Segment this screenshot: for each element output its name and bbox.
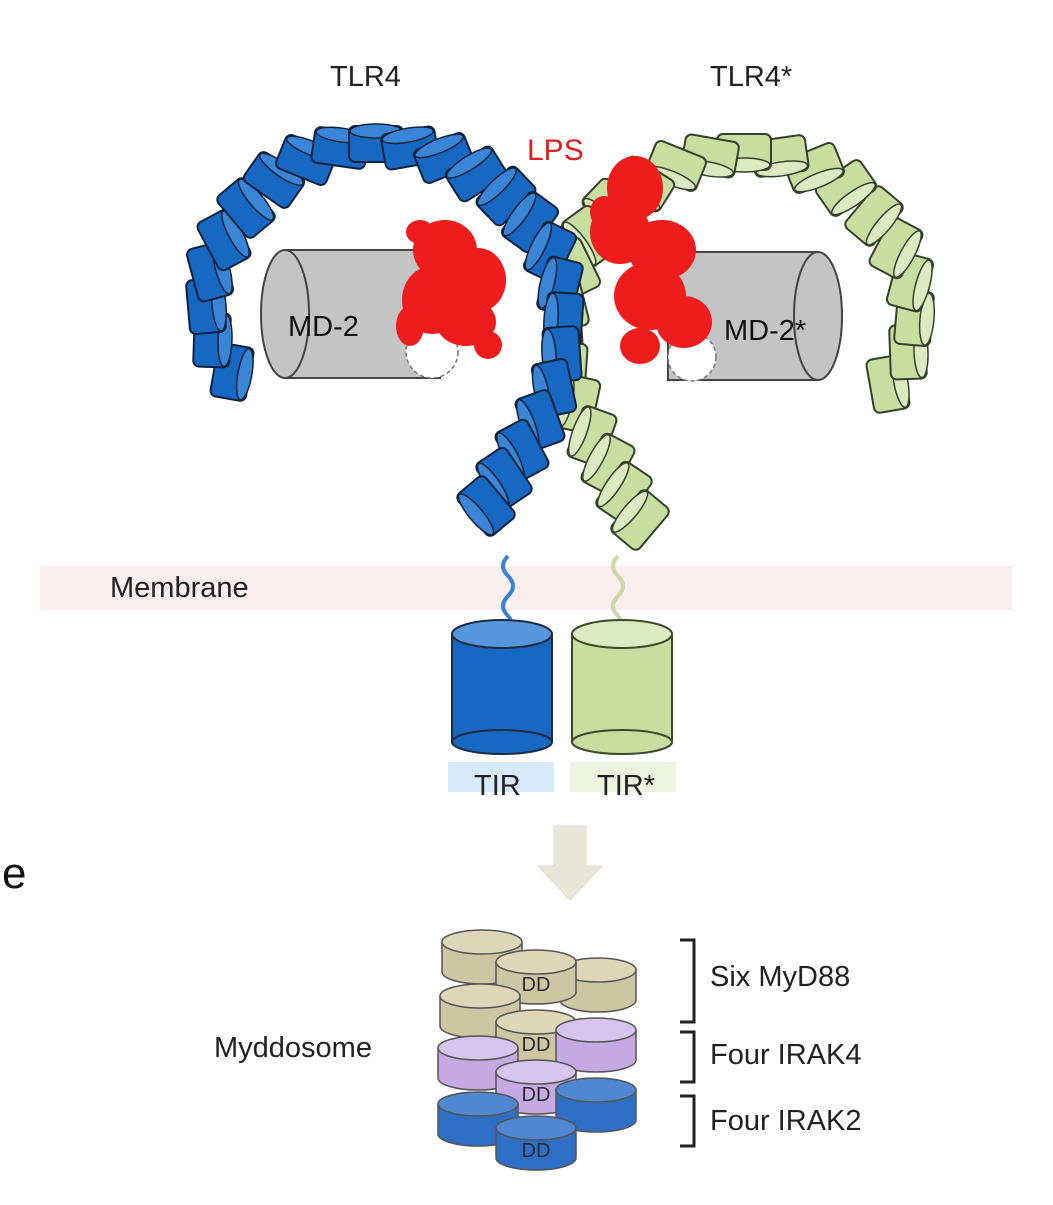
tlr4-lrr-segment [196,208,252,272]
tlr4-lrr-segment [456,475,516,537]
myddosome-stack: DD DD DD DD [437,929,637,1171]
tlr4-lrr-segment [216,177,276,239]
tlr4-star-lrr-segment [868,216,924,280]
four-irak2-label: Four IRAK2 [710,1105,862,1137]
dd-label: DD [522,1140,551,1162]
tir-star-label: TIR* [597,770,655,802]
myd88-bracket [680,938,696,1024]
tlr4-star-label: TLR4* [710,61,792,93]
dd-label: DD [522,1034,551,1056]
lps-molecule-left [396,220,506,359]
tir-star-domain-cylinder [571,619,673,755]
irak2-bracket [680,1094,696,1148]
lps-label: LPS [527,134,584,167]
myd88-disk [559,957,637,1013]
md2-label: MD-2 [288,311,359,343]
tlr4-ectodomain [185,123,585,537]
myddosome-label: Myddosome [214,1032,372,1064]
irak2-disk: DD [495,1115,577,1171]
irak4-disk [555,1017,637,1073]
signal-arrow [536,825,604,901]
tlr4-star-lrr-segment [580,432,636,496]
tlr4-star-lrr-segment [814,159,878,217]
md2-star-label: MD-2* [724,315,806,347]
tir-domain-cylinder [451,619,553,755]
membrane-band [40,566,1012,610]
tlr4-lrr-segment [444,145,508,203]
dd-label: DD [522,974,551,996]
membrane-label: Membrane [110,572,249,604]
tlr4-lrr-segment [523,220,577,284]
tlr4-star-lrr-segment [595,460,653,524]
dd-label: DD [522,1084,551,1106]
four-irak4-label: Four IRAK4 [710,1039,862,1071]
edge-letter-e: e [2,849,26,898]
tir-glow [448,762,554,792]
lps-molecule-right [590,156,712,364]
tlr4-star-lrr-segment [844,185,904,247]
six-myd88-label: Six MyD88 [710,961,850,993]
tir-label: TIR [474,770,521,802]
irak4-bracket [680,1030,696,1084]
tlr4-label: TLR4 [330,61,401,93]
tlr4-star-lrr-segment [610,489,670,551]
tir-star-glow [570,762,676,792]
